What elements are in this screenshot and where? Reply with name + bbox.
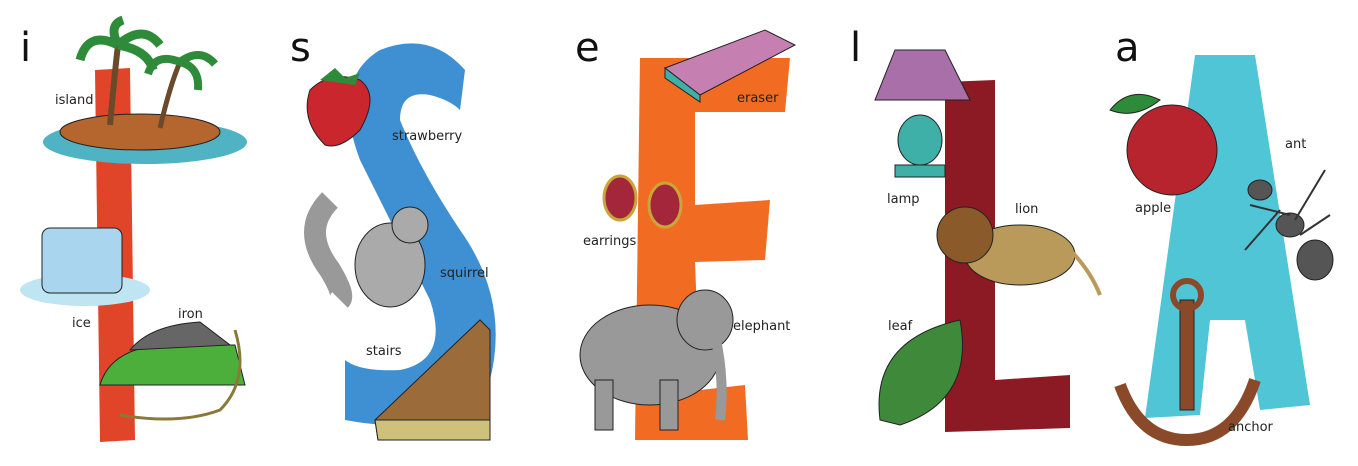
stairs-picture <box>374 319 491 441</box>
lowercase-letter: a <box>1115 25 1140 71</box>
label-stairs: stairs <box>366 344 402 359</box>
eraser-picture <box>663 29 797 103</box>
label-apple: apple <box>1135 201 1172 216</box>
lion-picture <box>936 206 1102 296</box>
earrings-picture <box>602 174 683 229</box>
leaf-picture <box>878 319 963 426</box>
lowercase-letter: i <box>20 25 32 71</box>
label-lion: lion <box>1015 202 1039 217</box>
lowercase-letter: l <box>850 25 862 71</box>
label-ant: ant <box>1285 137 1307 152</box>
lamp-picture <box>874 49 971 178</box>
squirrel-picture <box>304 192 429 308</box>
lowercase-letter: e <box>575 25 600 71</box>
big-letter-l <box>945 80 1070 432</box>
ant-picture <box>1244 169 1334 281</box>
elephant-picture <box>579 289 734 431</box>
island-picture <box>43 15 247 164</box>
lowercase-letter: s <box>290 25 311 71</box>
label-island: island <box>55 93 94 108</box>
label-earrings: earrings <box>583 234 637 249</box>
label-iron: iron <box>178 307 203 322</box>
iron-picture <box>99 321 246 421</box>
apple-picture <box>1109 93 1218 196</box>
ice-picture <box>20 227 150 306</box>
label-leaf: leaf <box>888 319 913 334</box>
label-squirrel: squirrel <box>440 266 489 281</box>
anchor-picture <box>1114 278 1261 447</box>
label-anchor: anchor <box>1228 420 1273 435</box>
label-ice: ice <box>72 316 91 331</box>
label-elephant: elephant <box>733 319 791 334</box>
label-strawberry: strawberry <box>392 129 463 144</box>
label-eraser: eraser <box>737 91 779 106</box>
label-lamp: lamp <box>887 192 920 207</box>
strawberry-picture <box>306 68 371 147</box>
